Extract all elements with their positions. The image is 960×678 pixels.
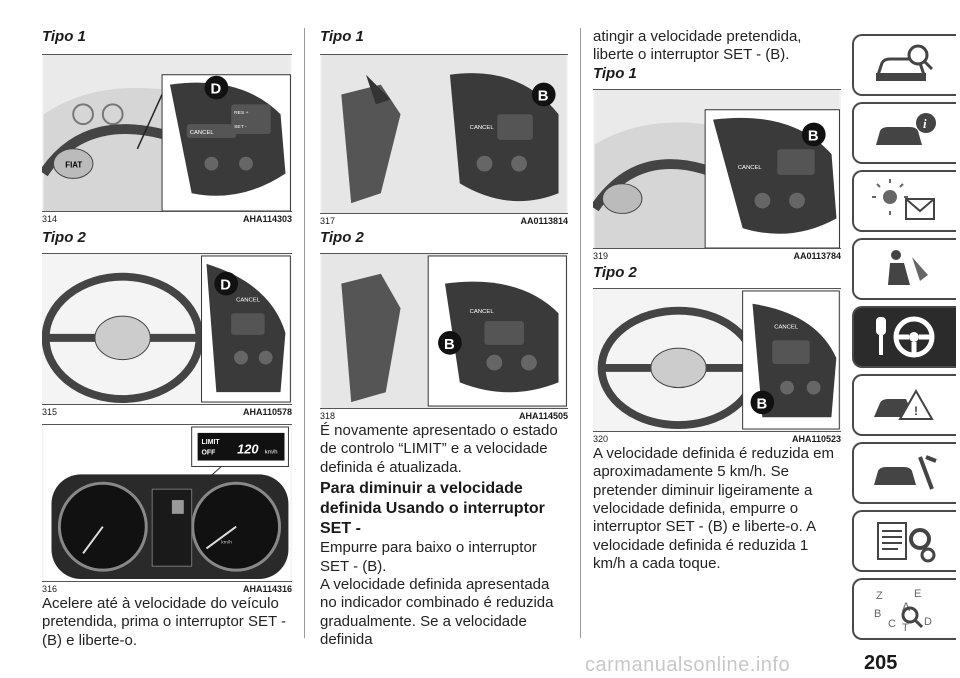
svg-text:km/h: km/h xyxy=(221,539,232,545)
tab-warning-lights[interactable] xyxy=(852,170,956,232)
paragraph-accelerate: Acelere até à velocidade do veículo pret… xyxy=(42,595,287,649)
specifications-icon xyxy=(877,522,936,563)
tab-car-service[interactable] xyxy=(852,442,956,504)
tab-car-info[interactable]: i xyxy=(852,102,956,164)
figure-319-illustration: CANCEL B xyxy=(593,89,840,248)
watermark: carmanualsonline.info xyxy=(585,654,791,676)
tipo-2-label: Tipo 2 xyxy=(593,263,637,281)
svg-text:D: D xyxy=(924,616,932,628)
figure-318-illustration: CANCEL B xyxy=(321,254,567,408)
figure-314-illustration: FIAT CANCEL RES + SET - D xyxy=(42,55,291,211)
paragraph-speed-reduced: A velocidade definida apresentada no ind… xyxy=(320,576,554,649)
figure-319: CANCEL B xyxy=(593,88,841,249)
tipo-1-label: Tipo 1 xyxy=(42,28,86,45)
svg-text:E: E xyxy=(914,588,921,600)
svg-text:OFF: OFF xyxy=(202,450,216,457)
key-steering-wheel-icon xyxy=(876,316,935,358)
tab-car-accident[interactable]: ! xyxy=(852,374,956,436)
svg-text:CANCEL: CANCEL xyxy=(236,297,261,303)
callout-d: D xyxy=(220,278,231,294)
callout-b: B xyxy=(444,337,455,353)
svg-text:B: B xyxy=(874,608,881,620)
figure-318: CANCEL B xyxy=(320,253,568,409)
page-number: 205 xyxy=(864,652,898,674)
tipo-1-label: Tipo 1 xyxy=(320,28,364,45)
svg-text:i: i xyxy=(923,116,927,131)
svg-text:km/h: km/h xyxy=(265,450,278,456)
svg-text:T: T xyxy=(902,622,909,633)
tab-index-abc[interactable]: Z E A B C T D xyxy=(852,578,956,640)
figure-315: CANCEL D xyxy=(42,253,292,405)
tipo-2-label: Tipo 2 xyxy=(320,229,364,246)
chapter-tabs: i ! xyxy=(852,34,956,646)
figure-316: LIMIT OFF 120 km/h km/h xyxy=(42,424,292,582)
tab-specifications[interactable] xyxy=(852,510,956,572)
paragraph-push-down: Empurre para baixo o interruptor SET - (… xyxy=(320,539,537,575)
car-info-icon: i xyxy=(876,113,936,145)
svg-text:A: A xyxy=(902,600,910,614)
svg-text:Z: Z xyxy=(876,590,883,602)
tipo-1-label: Tipo 1 xyxy=(593,64,637,82)
svg-text:CANCEL: CANCEL xyxy=(470,125,495,131)
section-heading: Para diminuir a velocidade definida Usan… xyxy=(320,480,545,538)
svg-text:LIMIT: LIMIT xyxy=(202,439,221,446)
svg-text:FIAT: FIAT xyxy=(65,161,82,170)
svg-text:SET -: SET - xyxy=(234,124,247,130)
svg-text:C: C xyxy=(888,618,896,630)
tab-car-search[interactable] xyxy=(852,34,956,96)
callout-b: B xyxy=(756,396,767,412)
figure-317-illustration: CANCEL B xyxy=(321,55,567,213)
callout-b: B xyxy=(538,88,549,104)
figure-314: FIAT CANCEL RES + SET - D xyxy=(42,54,292,212)
airbag-seat-icon xyxy=(888,250,928,285)
index-abc-icon: Z E A B C T D xyxy=(874,588,932,633)
svg-text:CANCEL: CANCEL xyxy=(774,324,799,330)
cancel-button-label: CANCEL xyxy=(190,130,215,136)
paragraph-limit-status: É novamente apresentado o estado de cont… xyxy=(320,422,558,476)
car-service-icon xyxy=(874,455,937,490)
column-divider xyxy=(304,28,305,638)
tipo-2-label: Tipo 2 xyxy=(42,229,86,246)
tab-key-steering-wheel[interactable] xyxy=(852,306,956,368)
figure-316-illustration: LIMIT OFF 120 km/h km/h xyxy=(43,425,291,581)
figure-320: CANCEL B xyxy=(593,287,841,432)
paragraph-release: atingir a velocidade pretendida, liberte… xyxy=(593,28,802,64)
figure-315-illustration: CANCEL D xyxy=(42,254,291,404)
svg-text:CANCEL: CANCEL xyxy=(470,309,495,315)
figure-320-illustration: CANCEL B xyxy=(594,288,840,431)
callout-b: B xyxy=(808,128,819,144)
column-3: atingir a velocidade pretendida, liberte… xyxy=(593,28,841,574)
speed-value: 120 xyxy=(237,442,259,457)
column-divider xyxy=(580,28,581,638)
paragraph-reduce-5kmh: A velocidade definida é reduzida em apro… xyxy=(593,444,834,573)
svg-text:CANCEL: CANCEL xyxy=(738,165,763,171)
tab-airbag-seat[interactable] xyxy=(852,238,956,300)
car-search-icon xyxy=(875,44,934,81)
car-accident-icon: ! xyxy=(874,388,934,420)
svg-text:RES +: RES + xyxy=(234,110,248,116)
figure-317: CANCEL B xyxy=(320,54,568,214)
callout-d: D xyxy=(210,82,221,98)
svg-text:!: ! xyxy=(914,404,918,418)
warning-lights-icon xyxy=(872,179,935,220)
